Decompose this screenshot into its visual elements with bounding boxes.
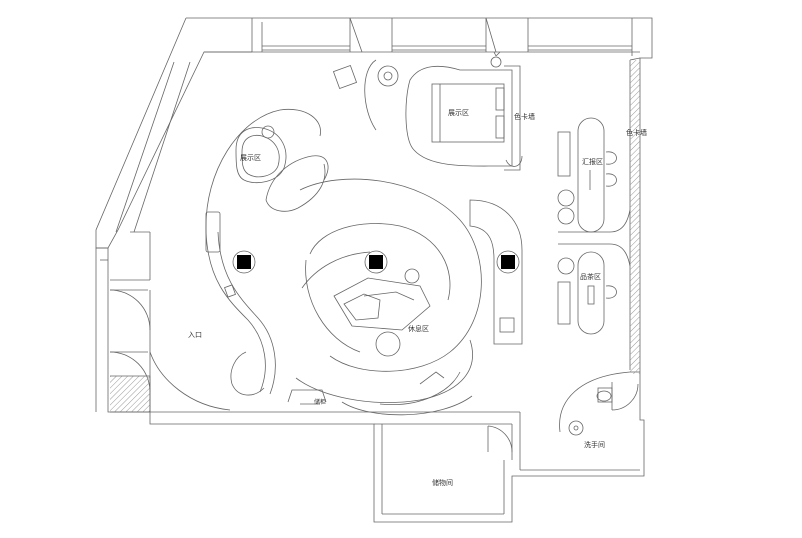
storage-room-walls: [150, 411, 520, 515]
hatch-areas: [110, 60, 640, 413]
plant-icon: [490, 51, 502, 68]
display-area-bath-label: 展示区: [240, 154, 261, 162]
toilet-icon: [596, 387, 613, 403]
report-area-label: 汇报区: [582, 158, 603, 166]
cabinet-label: 储柜: [314, 399, 327, 406]
lounge-table: [333, 277, 431, 331]
report-table: [557, 117, 617, 233]
exterior-wall: [95, 17, 653, 523]
columns: [232, 250, 520, 274]
top-windows: [251, 17, 633, 56]
armchair-icon: [332, 64, 358, 90]
cabinet: [287, 389, 327, 405]
column-icon: [496, 250, 520, 274]
tea-table: [557, 251, 617, 335]
bath-display: [205, 108, 329, 253]
bed-icon: [431, 83, 505, 143]
lounge-curves: [295, 178, 482, 416]
washroom-walls: [519, 371, 640, 471]
tea-area-label: 品茶区: [580, 273, 601, 281]
washroom-label: 洗手间: [584, 441, 605, 449]
lounge-area-label: 休息区: [408, 325, 429, 333]
bathtub-icon: [235, 125, 287, 184]
color-card-wall-right-label: 色卡墙: [626, 129, 647, 137]
reception-counter: [469, 199, 523, 345]
washbasin-icon: [568, 420, 584, 436]
column-icon: [232, 250, 256, 274]
partition: [558, 209, 631, 267]
entrance-label: 入口: [188, 331, 202, 339]
color-card-wall-top-label: 色卡墙: [514, 113, 535, 121]
display-area-bed-label: 展示区: [448, 109, 469, 117]
column-icon: [364, 250, 388, 274]
bed-display: [364, 59, 523, 171]
storage-room-label: 储物间: [432, 479, 453, 487]
entrance-curve: [149, 231, 276, 411]
